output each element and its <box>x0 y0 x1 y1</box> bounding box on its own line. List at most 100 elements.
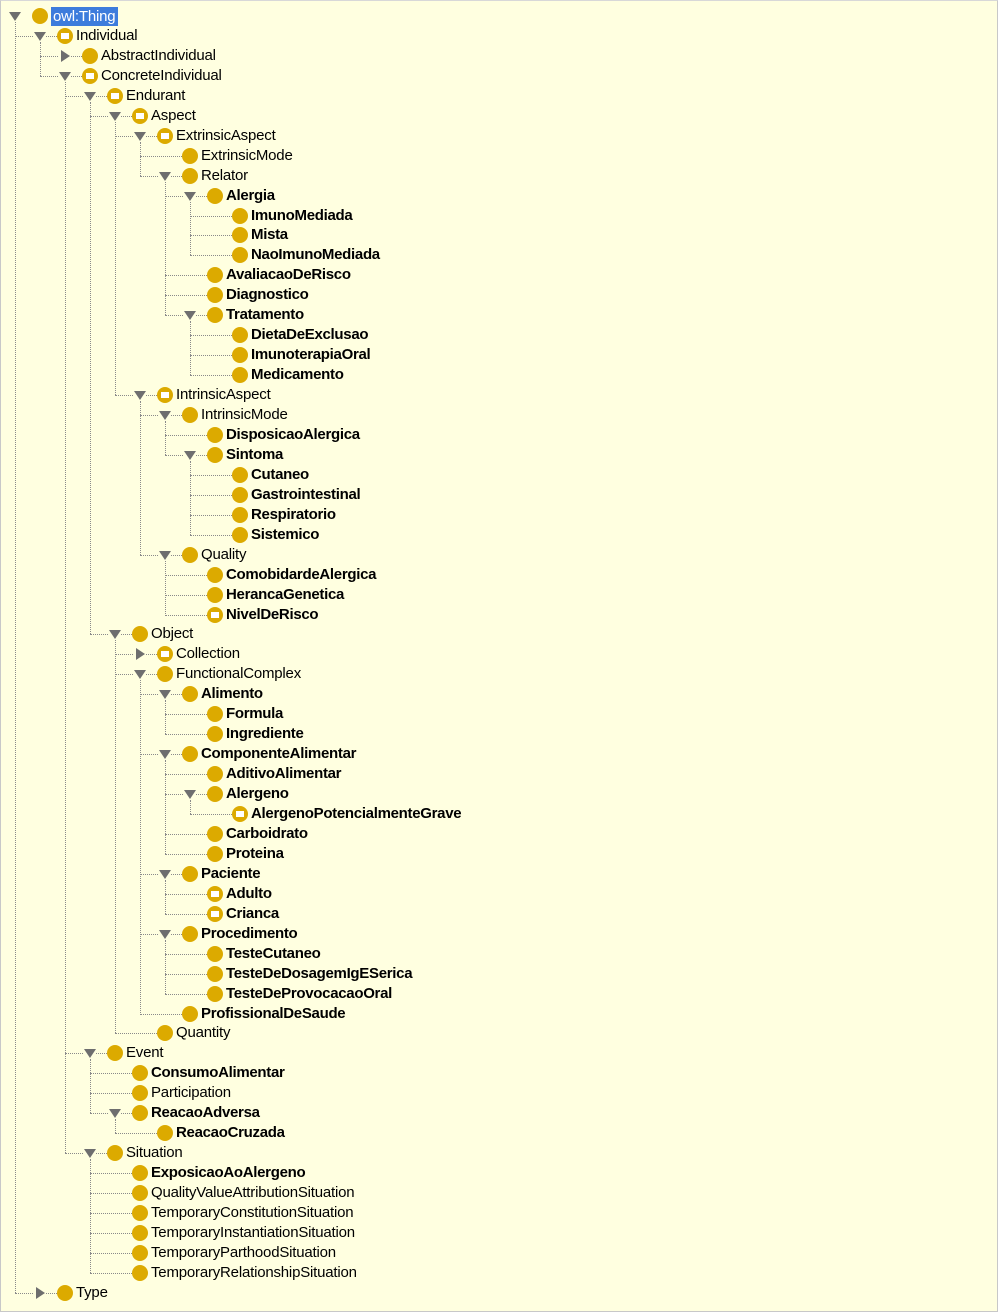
tree-node-disposicao-alergica[interactable]: DisposicaoAlergica <box>0 425 990 445</box>
expand-triangle-down-icon[interactable] <box>134 668 146 681</box>
tree-node-alergia[interactable]: Alergia <box>0 186 990 206</box>
tree-node-temporary-constitution-situation[interactable]: TemporaryConstitutionSituation <box>0 1203 990 1223</box>
tree-node-temporary-instantiation-situation[interactable]: TemporaryInstantiationSituation <box>0 1223 990 1243</box>
tree-node-teste-de-provocacao-oral[interactable]: TesteDeProvocacaoOral <box>0 984 990 1004</box>
tree-node-aditivo-alimentar[interactable]: AditivoAlimentar <box>0 764 990 784</box>
tree-node-intrinsic-mode[interactable]: IntrinsicMode <box>0 405 990 425</box>
tree-node-aspect[interactable]: Aspect <box>0 106 990 126</box>
expand-triangle-down-icon[interactable] <box>84 1147 96 1160</box>
tree-node-exposicao-ao-alergeno[interactable]: ExposicaoAoAlergeno <box>0 1163 990 1183</box>
expand-triangle-down-icon[interactable] <box>159 548 171 561</box>
tree-node-imunoterapia-oral[interactable]: ImunoterapiaOral <box>0 345 990 365</box>
tree-node-reacao-cruzada[interactable]: ReacaoCruzada <box>0 1123 990 1143</box>
tree-node-functional-complex[interactable]: FunctionalComplex <box>0 664 990 684</box>
tree-node-profissional-de-saude[interactable]: ProfissionalDeSaude <box>0 1004 990 1024</box>
expand-triangle-down-icon[interactable] <box>34 29 46 42</box>
tree-node-label: DietaDeExclusao <box>251 326 369 344</box>
class-icon <box>132 1224 148 1241</box>
class-icon <box>182 167 198 184</box>
tree-connector-vertical <box>165 879 166 914</box>
tree-node-avaliacao-de-risco[interactable]: AvaliacaoDeRisco <box>0 265 990 285</box>
expand-triangle-down-icon[interactable] <box>109 109 121 122</box>
expand-triangle-down-icon[interactable] <box>184 189 196 202</box>
collapse-triangle-right-icon[interactable] <box>59 49 71 62</box>
expand-triangle-down-icon[interactable] <box>159 169 171 182</box>
expand-triangle-down-icon[interactable] <box>159 927 171 940</box>
tree-node-extrinsic-mode[interactable]: ExtrinsicMode <box>0 146 990 166</box>
tree-node-quality-value-attribution-situation[interactable]: QualityValueAttributionSituation <box>0 1183 990 1203</box>
tree-node-adulto[interactable]: Adulto <box>0 884 990 904</box>
expand-triangle-down-icon[interactable] <box>84 89 96 102</box>
defined-class-icon <box>207 606 223 623</box>
class-icon <box>107 1045 123 1062</box>
tree-node-carboidrato[interactable]: Carboidrato <box>0 824 990 844</box>
tree-node-heranca-genetica[interactable]: HerancaGenetica <box>0 585 990 605</box>
tree-node-participation[interactable]: Participation <box>0 1083 990 1103</box>
tree-node-mista[interactable]: Mista <box>0 225 990 245</box>
expand-triangle-down-icon[interactable] <box>184 788 196 801</box>
tree-node-nao-imuno-mediada[interactable]: NaoImunoMediada <box>0 245 990 265</box>
tree-node-ingrediente[interactable]: Ingrediente <box>0 724 990 744</box>
tree-node-event[interactable]: Event <box>0 1043 990 1063</box>
tree-node-componente-alimentar[interactable]: ComponenteAlimentar <box>0 744 990 764</box>
tree-node-paciente[interactable]: Paciente <box>0 864 990 884</box>
tree-node-abstract-individual[interactable]: AbstractIndividual <box>0 46 990 66</box>
expand-triangle-down-icon[interactable] <box>159 748 171 761</box>
tree-node-situation[interactable]: Situation <box>0 1143 990 1163</box>
tree-node-temporary-parthood-situation[interactable]: TemporaryParthoodSituation <box>0 1243 990 1263</box>
tree-node-alimento[interactable]: Alimento <box>0 684 990 704</box>
expand-triangle-down-icon[interactable] <box>159 409 171 421</box>
tree-node-intrinsic-aspect[interactable]: IntrinsicAspect <box>0 385 990 405</box>
tree-node-consumo-alimentar[interactable]: ConsumoAlimentar <box>0 1063 990 1083</box>
expand-triangle-down-icon[interactable] <box>84 1047 96 1060</box>
tree-node-medicamento[interactable]: Medicamento <box>0 365 990 385</box>
tree-node-endurant[interactable]: Endurant <box>0 86 990 106</box>
expand-triangle-down-icon[interactable] <box>184 448 196 461</box>
tree-node-dieta-de-exclusao[interactable]: DietaDeExclusao <box>0 325 990 345</box>
tree-node-extrinsic-aspect[interactable]: ExtrinsicAspect <box>0 126 990 146</box>
tree-node-alergeno[interactable]: Alergeno <box>0 784 990 804</box>
tree-node-comobidarde-alergica[interactable]: ComobidardeAlergica <box>0 565 990 585</box>
tree-node-teste-cutaneo[interactable]: TesteCutaneo <box>0 944 990 964</box>
tree-node-cutaneo[interactable]: Cutaneo <box>0 465 990 485</box>
tree-node-gastrointestinal[interactable]: Gastrointestinal <box>0 485 990 505</box>
tree-node-proteina[interactable]: Proteina <box>0 844 990 864</box>
collapse-triangle-right-icon[interactable] <box>134 648 146 661</box>
expand-triangle-down-icon[interactable] <box>134 129 146 142</box>
tree-node-teste-de-dosagem-ig-eserica[interactable]: TesteDeDosagemIgESerica <box>0 964 990 984</box>
tree-node-procedimento[interactable]: Procedimento <box>0 924 990 944</box>
tree-node-collection[interactable]: Collection <box>0 644 990 664</box>
tree-node-reacao-adversa[interactable]: ReacaoAdversa <box>0 1103 990 1123</box>
class-icon <box>57 1284 73 1301</box>
tree-connector-horizontal <box>190 494 232 496</box>
tree-node-temporary-relationship-situation[interactable]: TemporaryRelationshipSituation <box>0 1263 990 1283</box>
tree-node-sistemico[interactable]: Sistemico <box>0 525 990 545</box>
tree-node-individual[interactable]: Individual <box>0 26 990 46</box>
tree-node-crianca[interactable]: Crianca <box>0 904 990 924</box>
tree-node-imuno-mediada[interactable]: ImunoMediada <box>0 206 990 226</box>
tree-node-quantity[interactable]: Quantity <box>0 1023 990 1043</box>
expand-triangle-down-icon[interactable] <box>159 688 171 701</box>
tree-node-tratamento[interactable]: Tratamento <box>0 305 990 325</box>
tree-node-nivel-de-risco[interactable]: NivelDeRisco <box>0 605 990 625</box>
expand-triangle-down-icon[interactable] <box>184 309 196 322</box>
expand-triangle-down-icon[interactable] <box>59 69 71 82</box>
tree-node-concrete-individual[interactable]: ConcreteIndividual <box>0 66 990 86</box>
tree-node-object[interactable]: Object <box>0 624 990 644</box>
tree-node-sintoma[interactable]: Sintoma <box>0 445 990 465</box>
tree-node-owl-thing[interactable]: owl:Thing <box>0 6 990 26</box>
collapse-triangle-right-icon[interactable] <box>34 1286 46 1299</box>
expand-triangle-down-icon[interactable] <box>159 867 171 880</box>
tree-node-alergeno-potencialmente-grave[interactable]: AlergenoPotencialmenteGrave <box>0 804 990 824</box>
tree-node-respiratorio[interactable]: Respiratorio <box>0 505 990 525</box>
tree-node-formula[interactable]: Formula <box>0 704 990 724</box>
tree-node-quality[interactable]: Quality <box>0 545 990 565</box>
expand-triangle-down-icon[interactable] <box>109 1107 121 1120</box>
expand-triangle-down-icon[interactable] <box>134 389 146 402</box>
tree-node-diagnostico[interactable]: Diagnostico <box>0 285 990 305</box>
expand-triangle-down-icon[interactable] <box>9 10 21 22</box>
tree-node-type[interactable]: Type <box>0 1283 990 1303</box>
expand-triangle-down-icon[interactable] <box>109 628 121 641</box>
tree-node-relator[interactable]: Relator <box>0 166 990 186</box>
